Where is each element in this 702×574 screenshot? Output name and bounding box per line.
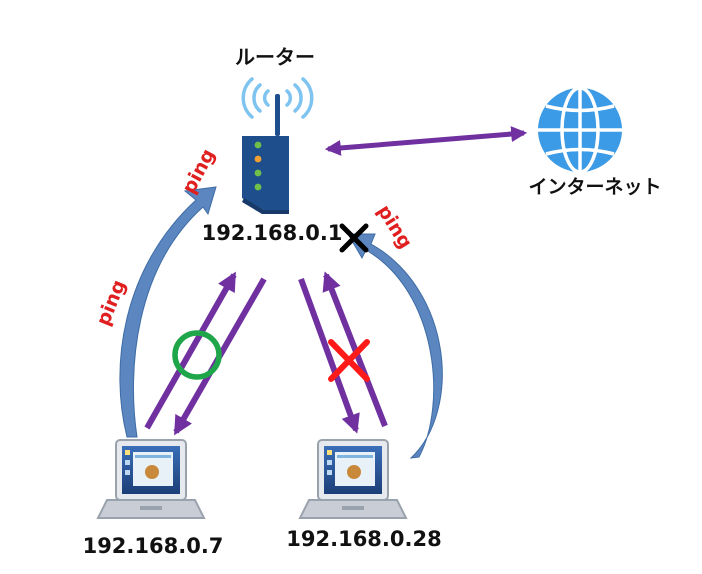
fail-cross-mark [328,339,370,382]
router-label: ルーター [235,45,315,69]
globe-icon [538,86,622,174]
ping-label: ping [92,277,130,329]
pc-right-ip: 192.168.0.28 [286,527,441,551]
router-led [254,169,262,177]
blocked-cross-mark [339,223,369,253]
router-led [254,155,262,163]
pc-left-ip: 192.168.0.7 [83,534,224,558]
internet-label: インターネット [528,176,661,198]
router-ip: 192.168.0.1 [202,221,343,245]
router-antenna [275,94,280,136]
router [241,77,314,214]
link-down-right [298,277,360,434]
ping-label: ping [373,201,417,253]
internet-link-arrow [324,126,528,156]
router-led [254,183,262,191]
ok-circle-mark [172,330,222,380]
ping-arrow-left [119,186,217,438]
router-body [242,136,289,210]
link-up-left [144,271,237,430]
wifi-signal-icon [241,77,314,119]
laptop-left [96,439,206,519]
router-led [254,141,262,149]
laptop-right [298,439,408,519]
